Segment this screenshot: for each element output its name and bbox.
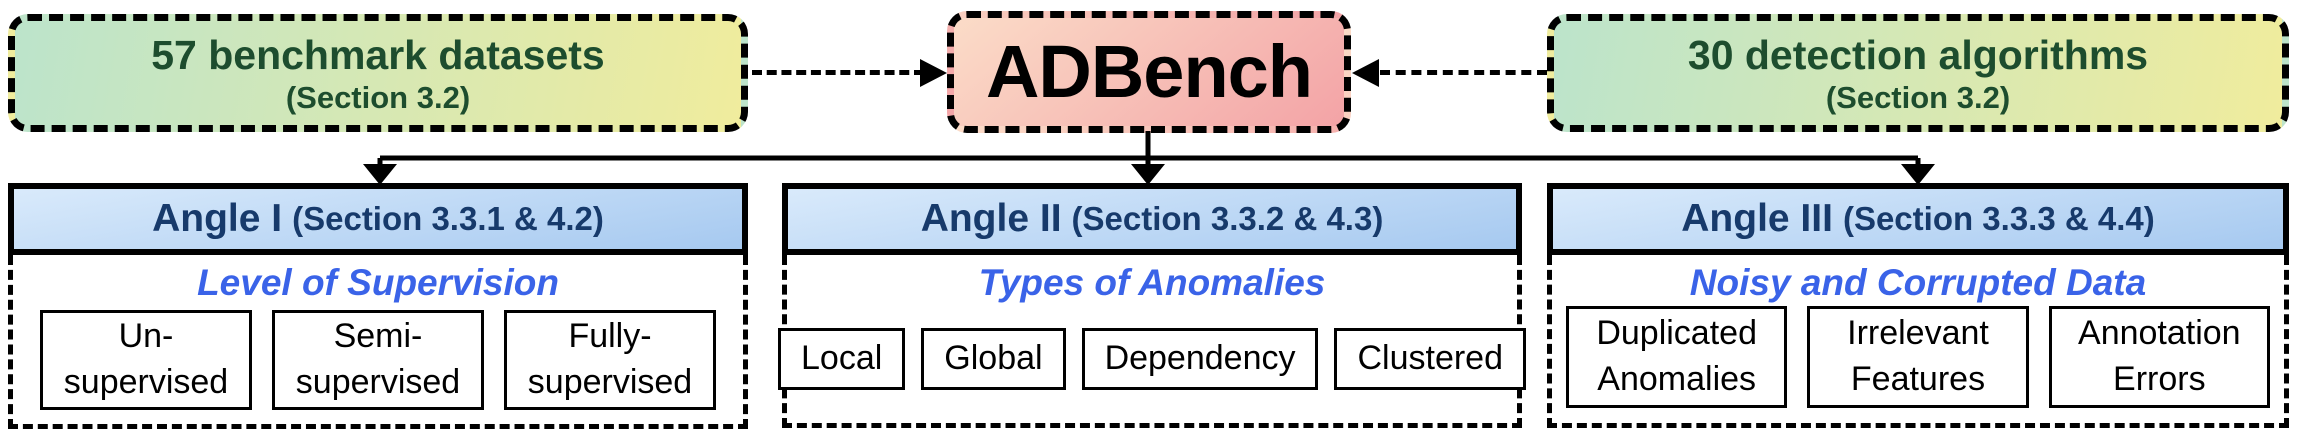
algorithms-box-section: (Section 3.2) xyxy=(1825,79,2011,115)
panel-angle-2: Angle II (Section 3.3.2 & 4.3) Types of … xyxy=(778,183,1526,428)
panel-angle-1-section: (Section 3.3.1 & 4.2) xyxy=(292,200,604,237)
arrowhead-left-icon xyxy=(1352,59,1379,87)
item-box: Annotation Errors xyxy=(2048,306,2270,409)
item-box: Duplicated Anomalies xyxy=(1566,306,1788,409)
panel-angle-2-body: Types of Anomalies Local Global Dependen… xyxy=(778,255,1526,428)
panel-angle-2-subtitle: Types of Anomalies xyxy=(978,262,1326,303)
dashed-line xyxy=(1380,70,1547,75)
arrowhead-down-icon xyxy=(1131,164,1165,185)
adbench-title: ADBench xyxy=(985,30,1313,113)
datasets-box-section: (Section 3.2) xyxy=(285,79,471,115)
panel-angle-2-items: Local Global Dependency Clustered xyxy=(778,304,1526,423)
algorithms-box-title: 30 detection algorithms xyxy=(1687,31,2149,78)
dashed-line xyxy=(752,70,924,75)
item-box: Semi- supervised xyxy=(272,309,484,410)
datasets-box-title: 57 benchmark datasets xyxy=(151,31,605,78)
item-box: Global xyxy=(921,328,1066,391)
item-box: Fully- supervised xyxy=(504,309,716,410)
item-box: Irrelevant Features xyxy=(1807,306,2029,409)
arrowhead-right-icon xyxy=(920,59,947,87)
datasets-box: 57 benchmark datasets (Section 3.2) xyxy=(8,14,748,132)
panel-angle-3-items: Duplicated Anomalies Irrelevant Features… xyxy=(1552,304,2284,423)
adbench-box: ADBench xyxy=(947,11,1351,133)
item-box: Dependency xyxy=(1081,328,1319,391)
item-box: Un- supervised xyxy=(40,309,252,410)
panel-angle-2-section: (Section 3.3.2 & 4.3) xyxy=(1071,200,1384,237)
panel-angle-1-body: Level of Supervision Un- supervised Semi… xyxy=(8,255,748,429)
algorithms-box: 30 detection algorithms (Section 3.2) xyxy=(1547,14,2289,132)
panel-angle-3-name: Angle III xyxy=(1681,197,1833,240)
arrowhead-down-icon xyxy=(363,164,397,185)
panel-angle-3: Angle III (Section 3.3.3 & 4.4) Noisy an… xyxy=(1547,183,2289,428)
item-box: Local xyxy=(778,328,906,391)
panel-angle-1-items: Un- supervised Semi- supervised Fully- s… xyxy=(13,304,743,424)
panel-angle-2-header: Angle II (Section 3.3.2 & 4.3) xyxy=(782,183,1522,255)
panel-angle-1-name: Angle I xyxy=(152,197,283,240)
arrowhead-down-icon xyxy=(1901,164,1935,185)
panel-angle-2-name: Angle II xyxy=(920,197,1062,240)
panel-angle-1-subtitle: Level of Supervision xyxy=(197,262,559,303)
panel-angle-3-header: Angle III (Section 3.3.3 & 4.4) xyxy=(1547,183,2289,255)
panel-angle-1-header: Angle I (Section 3.3.1 & 4.2) xyxy=(8,183,748,255)
panel-angle-3-body: Noisy and Corrupted Data Duplicated Anom… xyxy=(1547,255,2289,428)
panel-angle-3-subtitle: Noisy and Corrupted Data xyxy=(1689,262,2147,303)
panel-angle-1: Angle I (Section 3.3.1 & 4.2) Level of S… xyxy=(8,183,748,429)
item-box: Clustered xyxy=(1334,328,1526,391)
panel-angle-3-section: (Section 3.3.3 & 4.4) xyxy=(1842,200,2155,237)
